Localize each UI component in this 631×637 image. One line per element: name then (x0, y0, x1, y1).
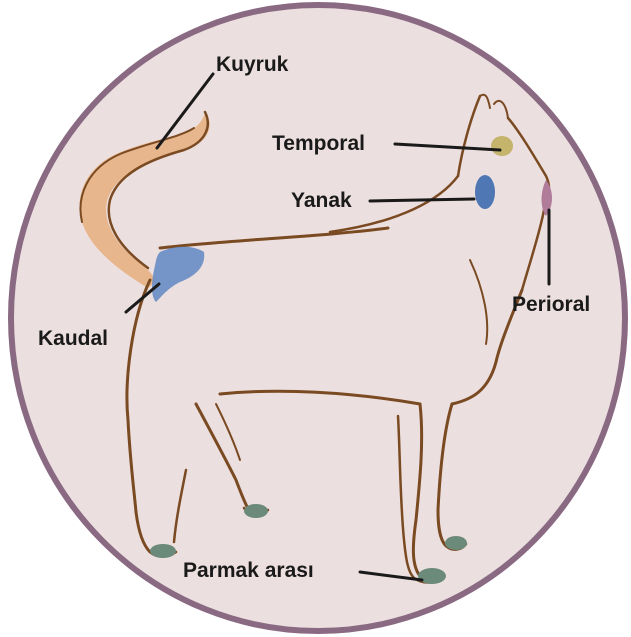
cheek-gland (475, 175, 495, 209)
label-caudal: Kaudal (38, 327, 108, 350)
label-perioral: Perioral (512, 293, 590, 316)
temporal-gland (491, 136, 513, 156)
label-tail: Kuyruk (216, 53, 289, 76)
label-temporal: Temporal (272, 132, 365, 155)
label-cheek: Yanak (291, 189, 352, 212)
label-interdigital: Parmak arası (183, 559, 314, 582)
background-disc (11, 5, 625, 631)
